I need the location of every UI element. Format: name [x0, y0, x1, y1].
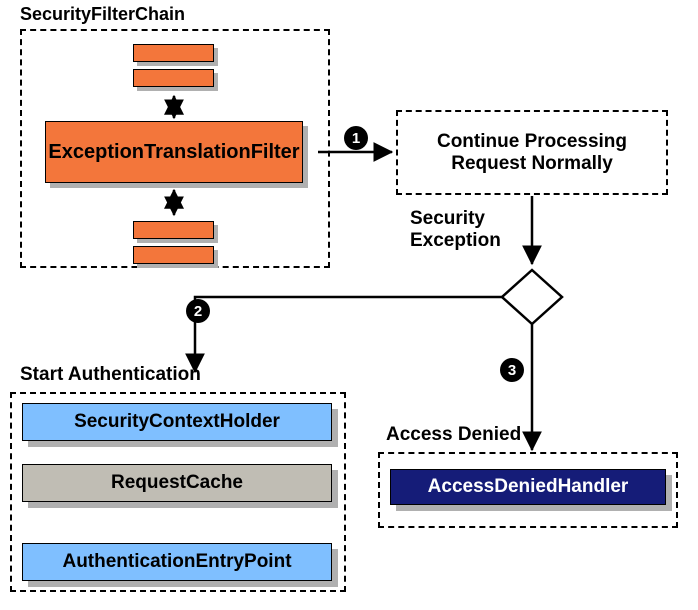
continue-processing-line2: Request Normally — [451, 152, 613, 174]
request-cache: RequestCache — [22, 464, 332, 502]
exception-translation-filter: ExceptionTranslationFilter — [45, 121, 303, 183]
continue-processing-box: Continue Processing Request Normally — [396, 110, 668, 195]
security-exception-line2: Exception — [410, 229, 501, 251]
continue-processing-line1: Continue Processing — [436, 130, 628, 152]
filter-bar-bottom-2 — [133, 246, 214, 264]
step-marker-2: 2 — [186, 299, 210, 323]
filter-bar-bottom-1 — [133, 221, 214, 239]
access-denied-label: Access Denied — [386, 424, 522, 445]
security-filter-chain-label: SecurityFilterChain — [20, 4, 186, 24]
filter-bar-top-1 — [133, 44, 214, 62]
start-authentication-label: Start Authentication — [20, 364, 201, 385]
security-exception-line1: Security — [410, 208, 485, 229]
authentication-entry-point: AuthenticationEntryPoint — [22, 543, 332, 581]
access-denied-handler: AccessDeniedHandler — [390, 469, 666, 505]
start-authentication-group — [10, 392, 346, 592]
access-denied-group — [378, 452, 678, 528]
step-marker-3: 3 — [500, 358, 524, 382]
filter-bar-top-2 — [133, 69, 214, 87]
step-marker-1: 1 — [344, 126, 368, 150]
security-exception-label: Security Exception — [410, 208, 501, 252]
security-context-holder: SecurityContextHolder — [22, 403, 332, 441]
